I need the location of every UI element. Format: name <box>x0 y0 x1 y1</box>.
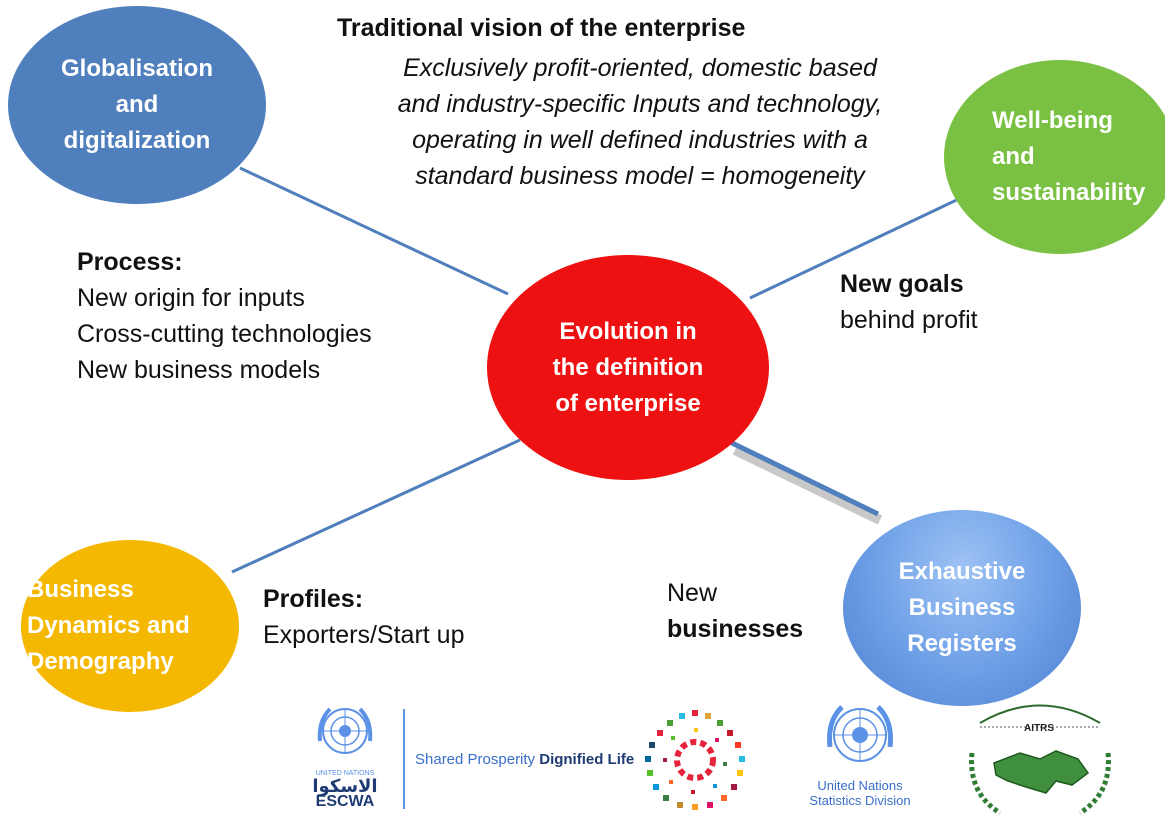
node-label: Evolution in <box>559 317 697 345</box>
slogan-part-b: Dignified Life <box>539 751 635 768</box>
goals-text: behind profit <box>840 306 978 334</box>
node-label: the definition <box>552 353 704 381</box>
node-label: Business <box>908 594 1016 621</box>
connector-registers-shadow <box>732 445 883 525</box>
slogan-part-a: Shared Prosperity <box>415 751 540 768</box>
profiles-heading: Profiles: <box>263 585 364 613</box>
aitrs-logo: AITRS <box>960 693 1120 820</box>
subtitle-line: standard business model = homogeneity <box>415 162 865 190</box>
goals-block: New goals behind profit <box>840 266 978 338</box>
process-item: New origin for inputs <box>77 284 305 312</box>
businesses-block: New businesses <box>667 575 803 647</box>
sdg-wheel-icon <box>645 710 745 810</box>
node-label: of enterprise <box>555 389 701 417</box>
unsd-logo: United Nations Statistics Division <box>800 699 920 819</box>
node-label: Well-being <box>992 107 1113 134</box>
diagram-title: Traditional vision of the enterprise <box>337 14 746 42</box>
subtitle-line: and industry-specific Inputs and technol… <box>397 90 883 118</box>
node-label: Demography <box>27 648 174 675</box>
un-emblem-icon <box>827 705 893 762</box>
unsd-text-2: Statistics Division <box>809 793 911 808</box>
footer-logos: UNITED NATIONS الاسكوا ESCWA Shared Pros… <box>0 693 1165 820</box>
process-heading: Process: <box>77 248 183 276</box>
node-label: Exhaustive <box>898 558 1026 585</box>
connector-wellbeing <box>749 194 966 300</box>
un-emblem-icon <box>317 707 373 754</box>
process-item: Cross-cutting technologies <box>77 320 372 348</box>
escwa-logo: UNITED NATIONS الاسكوا ESCWA <box>310 701 380 821</box>
node-label: Registers <box>907 630 1017 657</box>
process-item: New business models <box>77 356 321 384</box>
connector-business-dynamics <box>231 438 521 574</box>
escwa-un-text: UNITED NATIONS <box>315 770 375 777</box>
node-globalisation: Globalisation and digitalization <box>8 6 266 204</box>
aitrs-text: AITRS <box>1024 723 1054 734</box>
process-block: Process: New origin for inputs Cross-cut… <box>77 244 372 388</box>
node-label: and <box>115 91 159 118</box>
connector-globalisation <box>239 166 509 296</box>
diagram-subtitle: Exclusively profit-oriented, domestic ba… <box>330 50 950 194</box>
node-label: Dynamics and <box>27 612 190 639</box>
arab-map-emblem-icon <box>969 704 1111 816</box>
connector-registers <box>728 439 880 517</box>
businesses-line1: New <box>667 579 718 607</box>
node-label: digitalization <box>63 127 211 154</box>
node-label: Globalisation <box>60 55 213 82</box>
unsd-text-1: United Nations <box>817 778 903 793</box>
profiles-text: Exporters/Start up <box>263 621 465 649</box>
goals-heading: New goals <box>840 270 964 298</box>
logo-divider <box>403 709 405 809</box>
profiles-block: Profiles: Exporters/Start up <box>263 581 464 653</box>
businesses-line2: businesses <box>667 615 804 643</box>
escwa-slogan: Shared Prosperity Dignified Life <box>415 751 634 768</box>
node-label: Business <box>27 576 134 603</box>
node-wellbeing: Well-being and sustainability <box>944 60 1165 254</box>
node-registers: Exhaustive Business Registers <box>843 510 1081 706</box>
subtitle-line: operating in well defined industries wit… <box>412 126 868 154</box>
node-business-dynamics: Business Dynamics and Demography <box>21 540 239 712</box>
node-label: and <box>992 143 1035 170</box>
node-label: sustainability <box>992 179 1146 206</box>
node-center: Evolution in the definition of enterpris… <box>487 255 769 480</box>
escwa-text: ESCWA <box>315 793 375 810</box>
subtitle-line: Exclusively profit-oriented, domestic ba… <box>403 54 877 82</box>
escwa-arabic-text: الاسكوا <box>312 776 378 796</box>
